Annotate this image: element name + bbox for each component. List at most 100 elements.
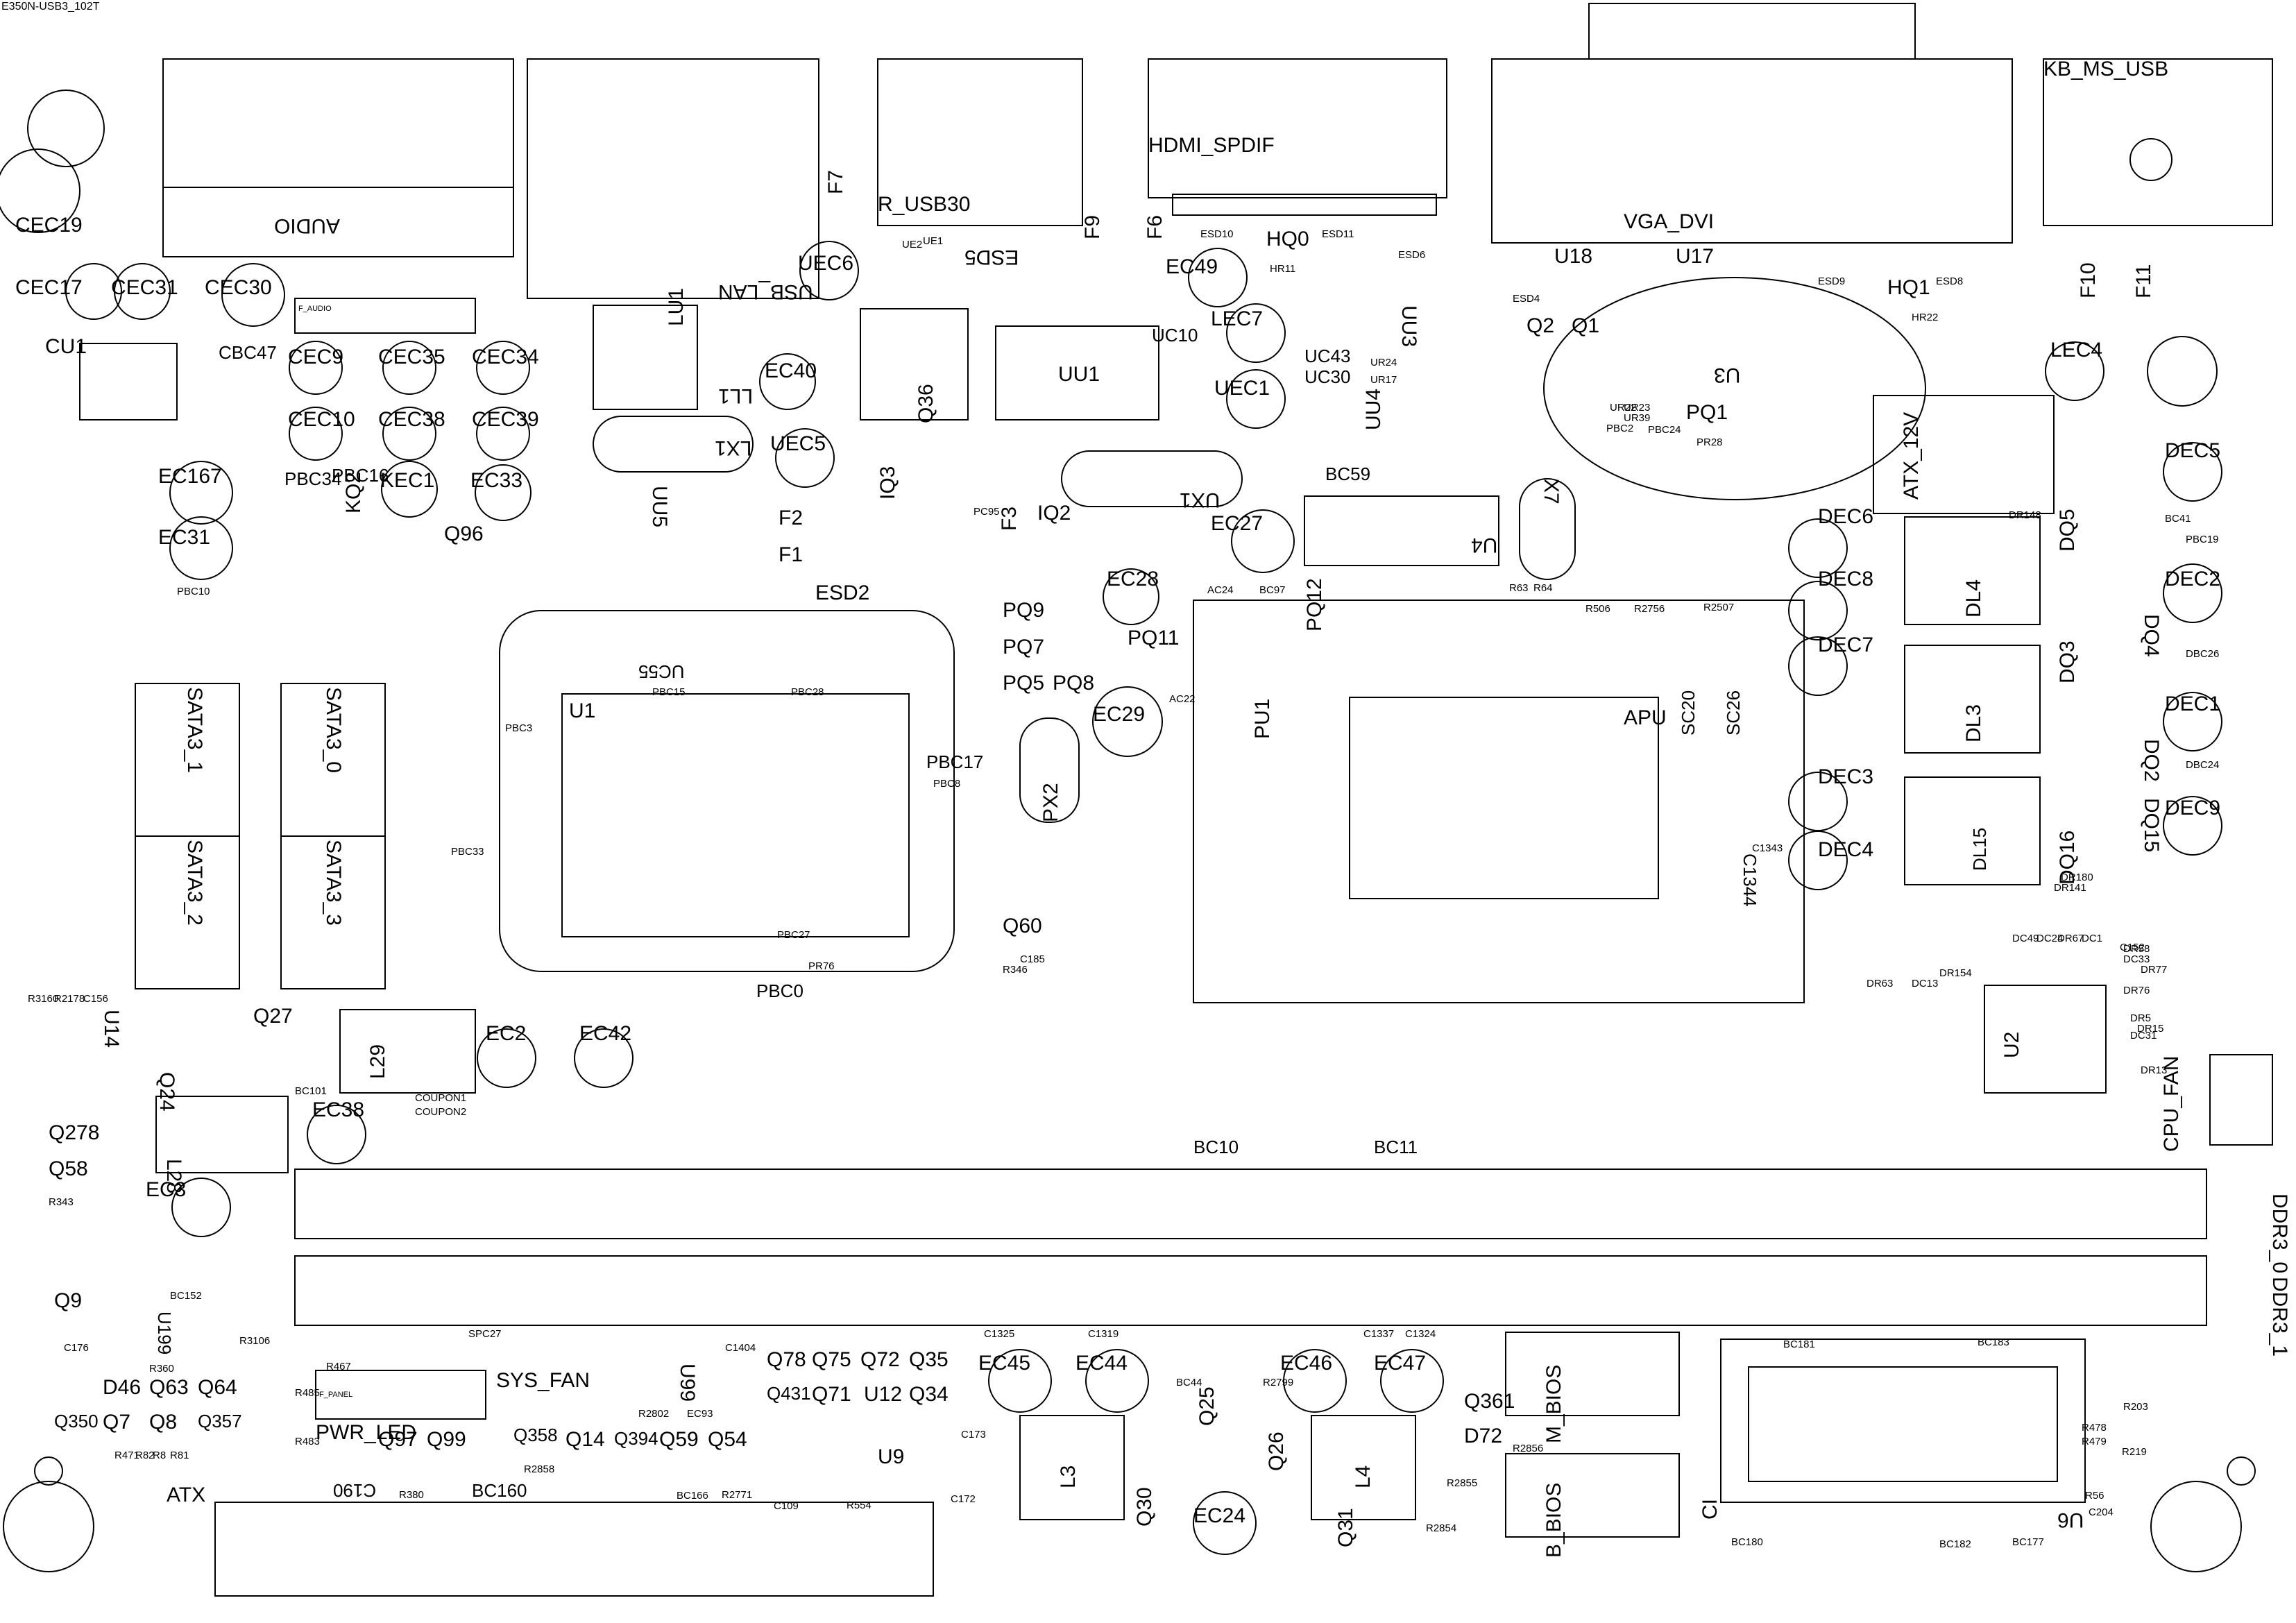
reference-label-r554: R554 — [847, 1499, 871, 1511]
mounting-hole — [2150, 1481, 2242, 1572]
component-label-d72: D72 — [1464, 1425, 1503, 1447]
reference-label-esd11: ESD11 — [1322, 228, 1354, 240]
component-label-q27: Q27 — [253, 1005, 293, 1028]
kb-ms-usb-connector-outline — [2043, 58, 2273, 226]
component-label-pbc16: PBC16 — [332, 465, 389, 486]
component-label-ec2: EC2 — [486, 1022, 527, 1045]
reference-label-bc152: BC152 — [170, 1290, 202, 1302]
audio-jack-outline — [27, 90, 105, 167]
reference-label-pbc24: PBC24 — [1648, 424, 1681, 436]
reference-label-pbc8: PBC8 — [933, 778, 961, 790]
reference-label-c1324: C1324 — [1405, 1328, 1436, 1340]
reference-label-dbc24: DBC24 — [2186, 759, 2220, 771]
component-label-pbc17: PBC17 — [926, 751, 984, 772]
component-label-hq1: HQ1 — [1887, 276, 1930, 299]
component-label-ec29: EC29 — [1093, 703, 1146, 726]
component-label-q31: Q31 — [1334, 1508, 1357, 1547]
reference-label-r478: R478 — [2082, 1422, 2107, 1434]
component-label-dq4: DQ4 — [2140, 614, 2163, 657]
component-label-q14: Q14 — [566, 1428, 605, 1451]
component-label-cec39: CEC39 — [472, 408, 539, 431]
reference-label-dc1: DC1 — [2082, 933, 2103, 944]
component-label-q35: Q35 — [909, 1348, 949, 1371]
reference-label-r2854: R2854 — [1426, 1522, 1457, 1534]
dl4-outline — [1904, 516, 2041, 625]
component-label-q24: Q24 — [155, 1072, 178, 1112]
u18-label: U18 — [1554, 245, 1593, 268]
component-label-q431: Q431 — [767, 1383, 811, 1404]
component-label-ec40: EC40 — [765, 359, 817, 382]
reference-label-r2771: R2771 — [722, 1489, 753, 1501]
reference-label-ue2: UE2 — [902, 239, 923, 250]
component-label-uc30: UC30 — [1304, 366, 1351, 387]
component-label-cec34: CEC34 — [472, 346, 539, 368]
uu5-label: UU5 — [648, 486, 671, 528]
reference-label-bc166: BC166 — [677, 1490, 708, 1502]
reference-label-pbc19: PBC19 — [2186, 534, 2219, 545]
reference-label-hr22: HR22 — [1912, 312, 1939, 323]
apu-label: APU — [1624, 706, 1667, 729]
reference-label-bc181: BC181 — [1783, 1339, 1815, 1350]
reference-label-r2858: R2858 — [524, 1463, 555, 1475]
component-label-q30: Q30 — [1133, 1487, 1156, 1527]
reference-label-r360: R360 — [149, 1363, 174, 1375]
component-label-q357: Q357 — [198, 1411, 242, 1431]
component-label-q1: Q1 — [1572, 314, 1600, 337]
reference-label-bc180: BC180 — [1731, 1536, 1763, 1548]
uu1-label: UU1 — [1058, 363, 1100, 386]
component-label-dec1: DEC1 — [2165, 692, 2221, 715]
reference-label-r81: R81 — [170, 1450, 189, 1461]
component-label-uec5: UEC5 — [770, 432, 826, 455]
component-label-pq9: PQ9 — [1003, 599, 1045, 622]
component-label-sc20: SC20 — [1678, 690, 1699, 736]
component-label-pbc0: PBC0 — [756, 980, 803, 1001]
reference-label-r479: R479 — [2082, 1436, 2107, 1447]
sata3-3-connector-label: SATA3_3 — [322, 840, 345, 926]
component-label-cbc47: CBC47 — [219, 342, 277, 363]
component-label-q278: Q278 — [49, 1121, 100, 1144]
reference-label-c185: C185 — [1020, 953, 1045, 965]
reference-label-c1343: C1343 — [1752, 842, 1783, 854]
component-label-uc43: UC43 — [1304, 346, 1351, 366]
reference-label-r82: R82 — [135, 1450, 155, 1461]
reference-label-dc33: DC33 — [2123, 953, 2150, 965]
reference-label-r3106: R3106 — [239, 1335, 271, 1347]
component-label-f6: F6 — [1143, 214, 1166, 239]
component-label-q394: Q394 — [614, 1428, 658, 1449]
component-label-dq2: DQ2 — [2140, 739, 2163, 782]
pwr-led-connector-label: PWR_LED — [316, 1421, 417, 1444]
cpu-fan-connector-outline — [2209, 1054, 2273, 1146]
component-label-uec6: UEC6 — [798, 252, 854, 275]
component-label-ec42: EC42 — [579, 1022, 632, 1045]
reference-label-dr148: DR148 — [2009, 509, 2041, 521]
u2-outline — [1984, 985, 2107, 1094]
u12-label: U12 — [864, 1383, 903, 1406]
lu1-outline — [593, 305, 698, 410]
usb-lan-connector-label: USB_LAN — [718, 280, 813, 303]
reference-label-dr141: DR141 — [2054, 882, 2086, 894]
reference-label-pbc28: PBC28 — [791, 686, 824, 698]
reference-label-r3160: R3160 — [28, 993, 59, 1005]
r-usb30-connector-label: R_USB30 — [878, 193, 971, 216]
component-label-f3: F3 — [998, 506, 1021, 531]
reference-label-c1404: C1404 — [725, 1342, 756, 1354]
sys-fan-connector-label: SYS_FAN — [496, 1369, 590, 1392]
reference-label-ur17: UR17 — [1370, 374, 1397, 386]
ddr3-1-slot-outline — [294, 1255, 2207, 1326]
audio-connector-label: AUDIO — [274, 214, 341, 237]
component-label-q9: Q9 — [54, 1289, 83, 1312]
reference-label-dc49: DC49 — [2012, 933, 2039, 944]
component-label-q64: Q64 — [198, 1376, 237, 1399]
reference-label-ac22: AC22 — [1169, 693, 1196, 705]
component-label-ci: CI — [1699, 1499, 1721, 1520]
sata3-1-connector-label: SATA3_1 — [183, 687, 206, 773]
reference-label-c1325: C1325 — [984, 1328, 1015, 1340]
uu1-outline — [995, 325, 1159, 420]
component-label-pq1: PQ1 — [1686, 401, 1728, 424]
component-label-cec30: CEC30 — [205, 276, 272, 299]
dl15-outline — [1904, 776, 2041, 885]
reference-label-esd8: ESD8 — [1936, 275, 1964, 287]
component-label-lec7: LEC7 — [1211, 307, 1264, 330]
uu3-label: UU3 — [1397, 305, 1420, 348]
